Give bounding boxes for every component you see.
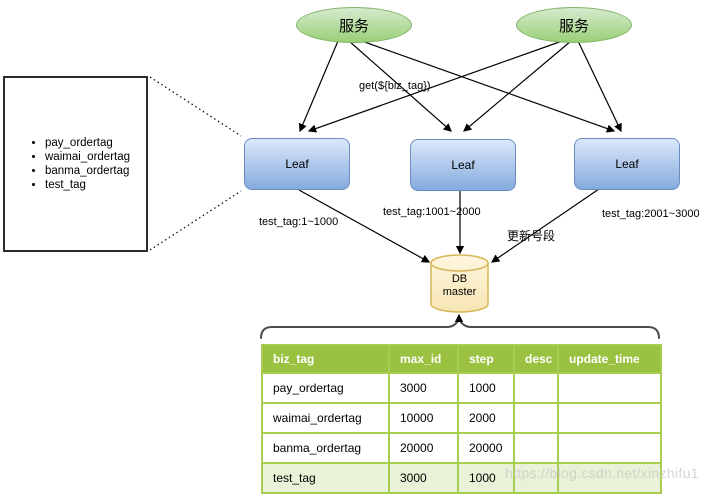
db-label-line2: master — [442, 286, 477, 298]
table-cell: 3000 — [388, 462, 459, 494]
table-cell: 1000 — [457, 372, 515, 404]
table-cell: 20000 — [388, 432, 459, 464]
biz-tag-item: banma_ordertag — [45, 164, 130, 178]
leaf-node-label: Leaf — [451, 158, 475, 172]
table-cell — [557, 372, 662, 404]
biz-tag-callout-box: pay_ordertagwaimai_ordertagbanma_orderta… — [3, 76, 148, 252]
service-node-1: 服务 — [296, 7, 412, 43]
service-to-leaf-arrows — [298, 39, 622, 133]
column-header: biz_tag — [261, 344, 390, 374]
column-header: max_id — [388, 344, 459, 374]
leaf-node-2: Leaf — [410, 139, 516, 191]
leaf-node-label: Leaf — [285, 157, 309, 171]
biz-tag-item: pay_ordertag — [45, 136, 130, 150]
edge-label-range-2: test_tag:1001~2000 — [383, 206, 481, 218]
column-header: step — [457, 344, 515, 374]
table-cell: test_tag — [261, 462, 390, 494]
leaf-node-1: Leaf — [244, 138, 350, 190]
service-node-label: 服务 — [338, 17, 369, 35]
db-label-line1: DB — [451, 273, 468, 285]
column-header: desc — [513, 344, 559, 374]
dotted-callout-lines — [149, 76, 242, 251]
table-cell — [557, 462, 662, 494]
leaf-node-label: Leaf — [615, 157, 639, 171]
biz-tag-item: test_tag — [45, 178, 130, 192]
watermark-url: https://blog.csdn.net/xinzhifu1 — [505, 465, 699, 481]
table-cell: pay_ordertag — [261, 372, 390, 404]
table-cell — [513, 462, 559, 494]
table-cell: banma_ordertag — [261, 432, 390, 464]
table-cell: 1000 — [457, 462, 515, 494]
service-node-2: 服务 — [516, 7, 632, 43]
table-brace — [260, 316, 660, 339]
table-cell: waimai_ordertag — [261, 402, 390, 434]
edge-label-get-biz-tag: get(${biz_tag}) — [359, 80, 431, 92]
table-cell: 3000 — [388, 372, 459, 404]
biz-tag-list: pay_ordertagwaimai_ordertagbanma_orderta… — [5, 136, 130, 192]
table-cell — [557, 432, 662, 464]
table-cell: 20000 — [457, 432, 515, 464]
edge-label-range-1: test_tag:1~1000 — [259, 216, 339, 228]
table-cell — [513, 402, 559, 434]
column-header: update_time — [557, 344, 662, 374]
service-node-label: 服务 — [558, 17, 589, 35]
table-cell — [557, 402, 662, 434]
leaf-node-3: Leaf — [574, 138, 680, 190]
edge-label-range-3: test_tag:2001~3000 — [602, 208, 700, 220]
db-cylinder — [430, 254, 489, 313]
biz-tag-item: waimai_ordertag — [45, 150, 130, 164]
db-master-label: DB master — [431, 273, 488, 299]
edge-label-update-segment: 更新号段 — [507, 229, 556, 243]
table-cell: 2000 — [457, 402, 515, 434]
table-cell — [513, 432, 559, 464]
table-cell — [513, 372, 559, 404]
table-cell: 10000 — [388, 402, 459, 434]
leaf-to-db-arrows — [298, 188, 600, 263]
